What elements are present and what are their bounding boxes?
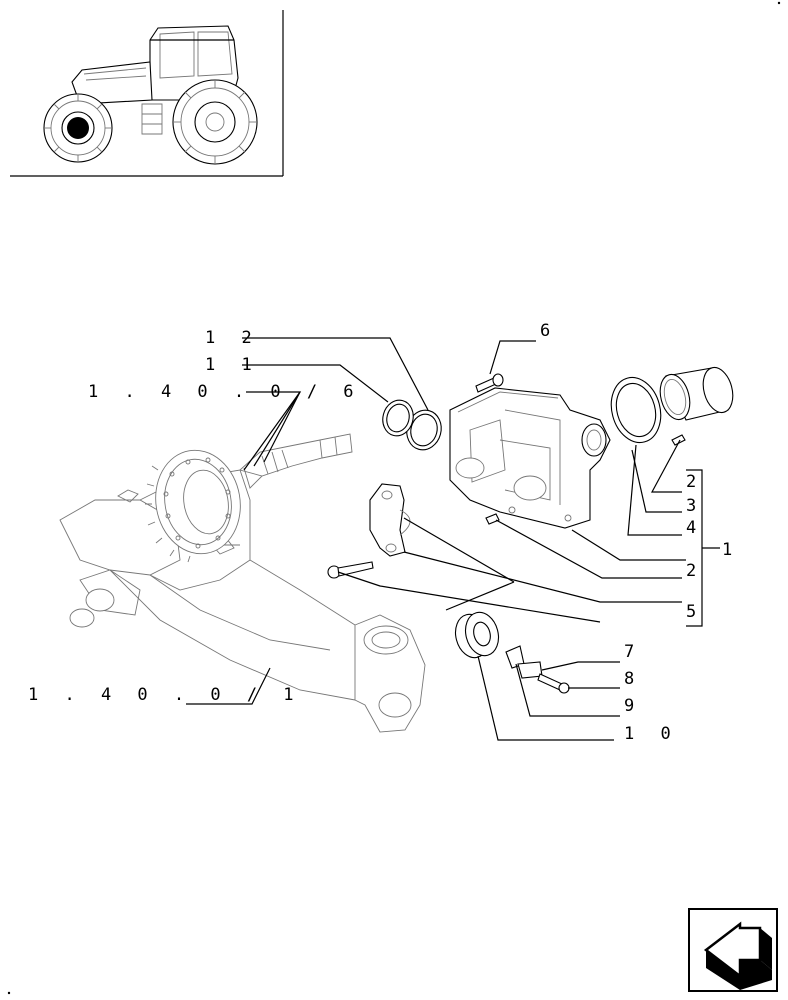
callout-4: 4 <box>686 518 704 538</box>
dowel-pin-2a <box>671 434 686 446</box>
callout-2b: 2 <box>686 561 704 581</box>
callout-7: 7 <box>624 642 642 662</box>
next-page-arrow-icon[interactable] <box>688 908 778 992</box>
callout-1: 1 <box>722 540 740 560</box>
dowel-pin-2b <box>485 513 500 525</box>
snap-ring-12 <box>406 409 442 451</box>
thrust-ring-4 <box>610 376 662 444</box>
callout-2a: 2 <box>686 472 704 492</box>
screw-8 <box>537 673 570 694</box>
bushing-3 <box>659 366 734 421</box>
assembly-axis <box>403 517 515 611</box>
axle-housing <box>59 469 426 733</box>
tractor-thumbnail-icon <box>10 10 284 177</box>
callout-6: 6 <box>540 321 558 341</box>
ring-gear-pinion <box>145 433 353 563</box>
callout-3: 3 <box>686 496 704 516</box>
bolt-8-long <box>327 561 374 579</box>
callout-5: 5 <box>686 602 704 622</box>
bearing-cap-5 <box>369 483 411 557</box>
callout-10: 1 0 <box>624 724 679 744</box>
support-housing-1 <box>449 387 611 529</box>
screw-6 <box>475 373 504 393</box>
callout-ref-1-40-0-1: 1 . 4 0 . 0 / 1 <box>28 685 302 705</box>
callout-12: 1 2 <box>205 328 260 348</box>
leader-lines <box>186 337 720 741</box>
callout-8: 8 <box>624 669 642 689</box>
ring-nut-10 <box>454 611 500 659</box>
lock-plate-7-9 <box>505 645 543 679</box>
snap-ring-11 <box>382 399 414 437</box>
callout-ref-1-40-0-6: 1 . 4 0 . 0 / 6 <box>88 382 362 402</box>
callout-9: 9 <box>624 696 642 716</box>
callout-11: 1 1 <box>205 355 260 375</box>
